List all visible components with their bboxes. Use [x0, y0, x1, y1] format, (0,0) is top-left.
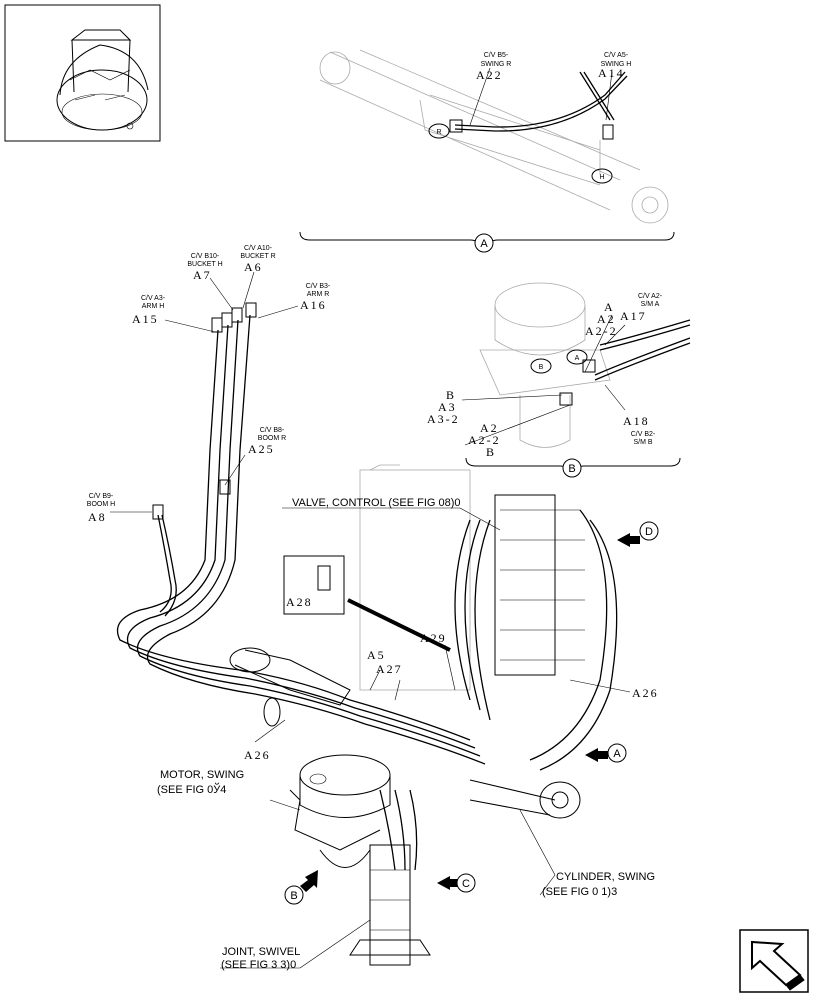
view-b-swing-motor: [461, 282, 691, 478]
callout-joint-swivel-ref[interactable]: (SEE FIG 3 3)0: [221, 959, 296, 971]
ref-a22[interactable]: A22: [476, 68, 503, 82]
port-h-marker: H: [599, 174, 604, 181]
view-a-marker[interactable]: A: [480, 238, 488, 250]
hose-labels: C/V B5- SWING R A22 C/V A5- SWING H A14 …: [87, 52, 663, 762]
ref-a3[interactable]: A3: [438, 400, 457, 414]
ref-a7[interactable]: A7: [193, 268, 212, 282]
ref-a25[interactable]: A25: [248, 442, 275, 456]
label-cv-b10: C/V B10-: [191, 253, 220, 260]
port-a-marker: A: [575, 355, 580, 362]
view-a-callout[interactable]: A: [613, 748, 621, 760]
label-cv-a3-2: ARM H: [142, 303, 165, 310]
port-b-marker: B: [539, 364, 544, 371]
ref-a26-right[interactable]: A26: [632, 686, 659, 700]
ref-a14[interactable]: A14: [598, 66, 625, 80]
ref-a2-2[interactable]: A2-2: [585, 324, 618, 338]
ref-b-port: B: [446, 388, 456, 402]
ref-a5[interactable]: A5: [367, 648, 386, 662]
next-page-arrow-icon[interactable]: [751, 940, 805, 991]
ref-a26-left[interactable]: A26: [244, 748, 271, 762]
view-d-callout[interactable]: D: [645, 526, 653, 538]
label-cv-a2: C/V A2-: [638, 293, 663, 300]
ref-a2b[interactable]: A2: [480, 421, 499, 435]
view-b-callout[interactable]: B: [290, 890, 297, 902]
callout-motor-swing-ref[interactable]: (SEE FIG 0Ў4: [157, 783, 226, 796]
view-labels: A B D A C B R H B A: [290, 129, 653, 902]
label-cv-b8-2: BOOM R: [258, 435, 286, 442]
label-cv-a5-2: SWING H: [601, 61, 632, 68]
ref-a16[interactable]: A16: [300, 298, 327, 312]
thumbnail-view[interactable]: [4, 4, 161, 142]
label-cv-b2: C/V B2-: [631, 431, 656, 438]
view-b-marker[interactable]: B: [568, 463, 575, 475]
component-callouts: VALVE, CONTROL (SEE FIG 08)0 MOTOR, SWIN…: [157, 497, 655, 971]
ref-a2[interactable]: A2: [597, 312, 616, 326]
ref-a28[interactable]: A28: [286, 595, 313, 609]
label-cv-a3: C/V A3-: [141, 295, 166, 302]
ref-a18[interactable]: A18: [623, 414, 650, 428]
ref-a15[interactable]: A15: [132, 312, 159, 326]
callout-valve-control[interactable]: VALVE, CONTROL (SEE FIG 08)0: [292, 497, 461, 509]
label-cv-b3: C/V B3-: [306, 283, 331, 290]
ref-a29[interactable]: A29: [420, 631, 447, 645]
label-cv-b10-2: BUCKET H: [187, 261, 222, 268]
label-cv-a2-2: S/M A: [641, 301, 660, 308]
ref-a3-2[interactable]: A3-2: [427, 412, 460, 426]
callout-motor-swing[interactable]: MOTOR, SWING: [160, 769, 244, 781]
label-cv-b9: C/V B9-: [89, 493, 114, 500]
ref-a27[interactable]: A27: [376, 662, 403, 676]
label-cv-a10-2: BUCKET R: [240, 253, 275, 260]
ref-a8[interactable]: A8: [88, 510, 107, 524]
label-cv-b2-2: S/M B: [633, 439, 652, 446]
port-r-marker: R: [436, 129, 441, 136]
label-cv-a5: C/V A5-: [604, 52, 629, 59]
main-assembly: [110, 271, 809, 993]
ref-b-port-2: B: [486, 445, 496, 459]
ref-a2-2b[interactable]: A2-2: [468, 433, 501, 447]
label-cv-b9-2: BOOM H: [87, 501, 115, 508]
callout-joint-swivel[interactable]: JOINT, SWIVEL: [222, 946, 300, 958]
label-cv-b3-2: ARM R: [307, 291, 330, 298]
label-cv-b5-2: SWING R: [481, 61, 512, 68]
label-cv-a10: C/V A10-: [244, 245, 273, 252]
view-c-callout[interactable]: C: [462, 878, 470, 890]
callout-cylinder-swing-ref[interactable]: (SEE FIG 0 1)3: [542, 886, 617, 898]
label-cv-b8: C/V B8-: [260, 427, 285, 434]
label-cv-b5: C/V B5-: [484, 52, 509, 59]
ref-a6[interactable]: A6: [244, 260, 263, 274]
callout-cylinder-swing[interactable]: CYLINDER, SWING: [556, 871, 655, 883]
ref-a17[interactable]: A17: [620, 309, 647, 323]
view-a-cylinder: [299, 49, 675, 253]
ref-a-port: A: [604, 300, 615, 314]
